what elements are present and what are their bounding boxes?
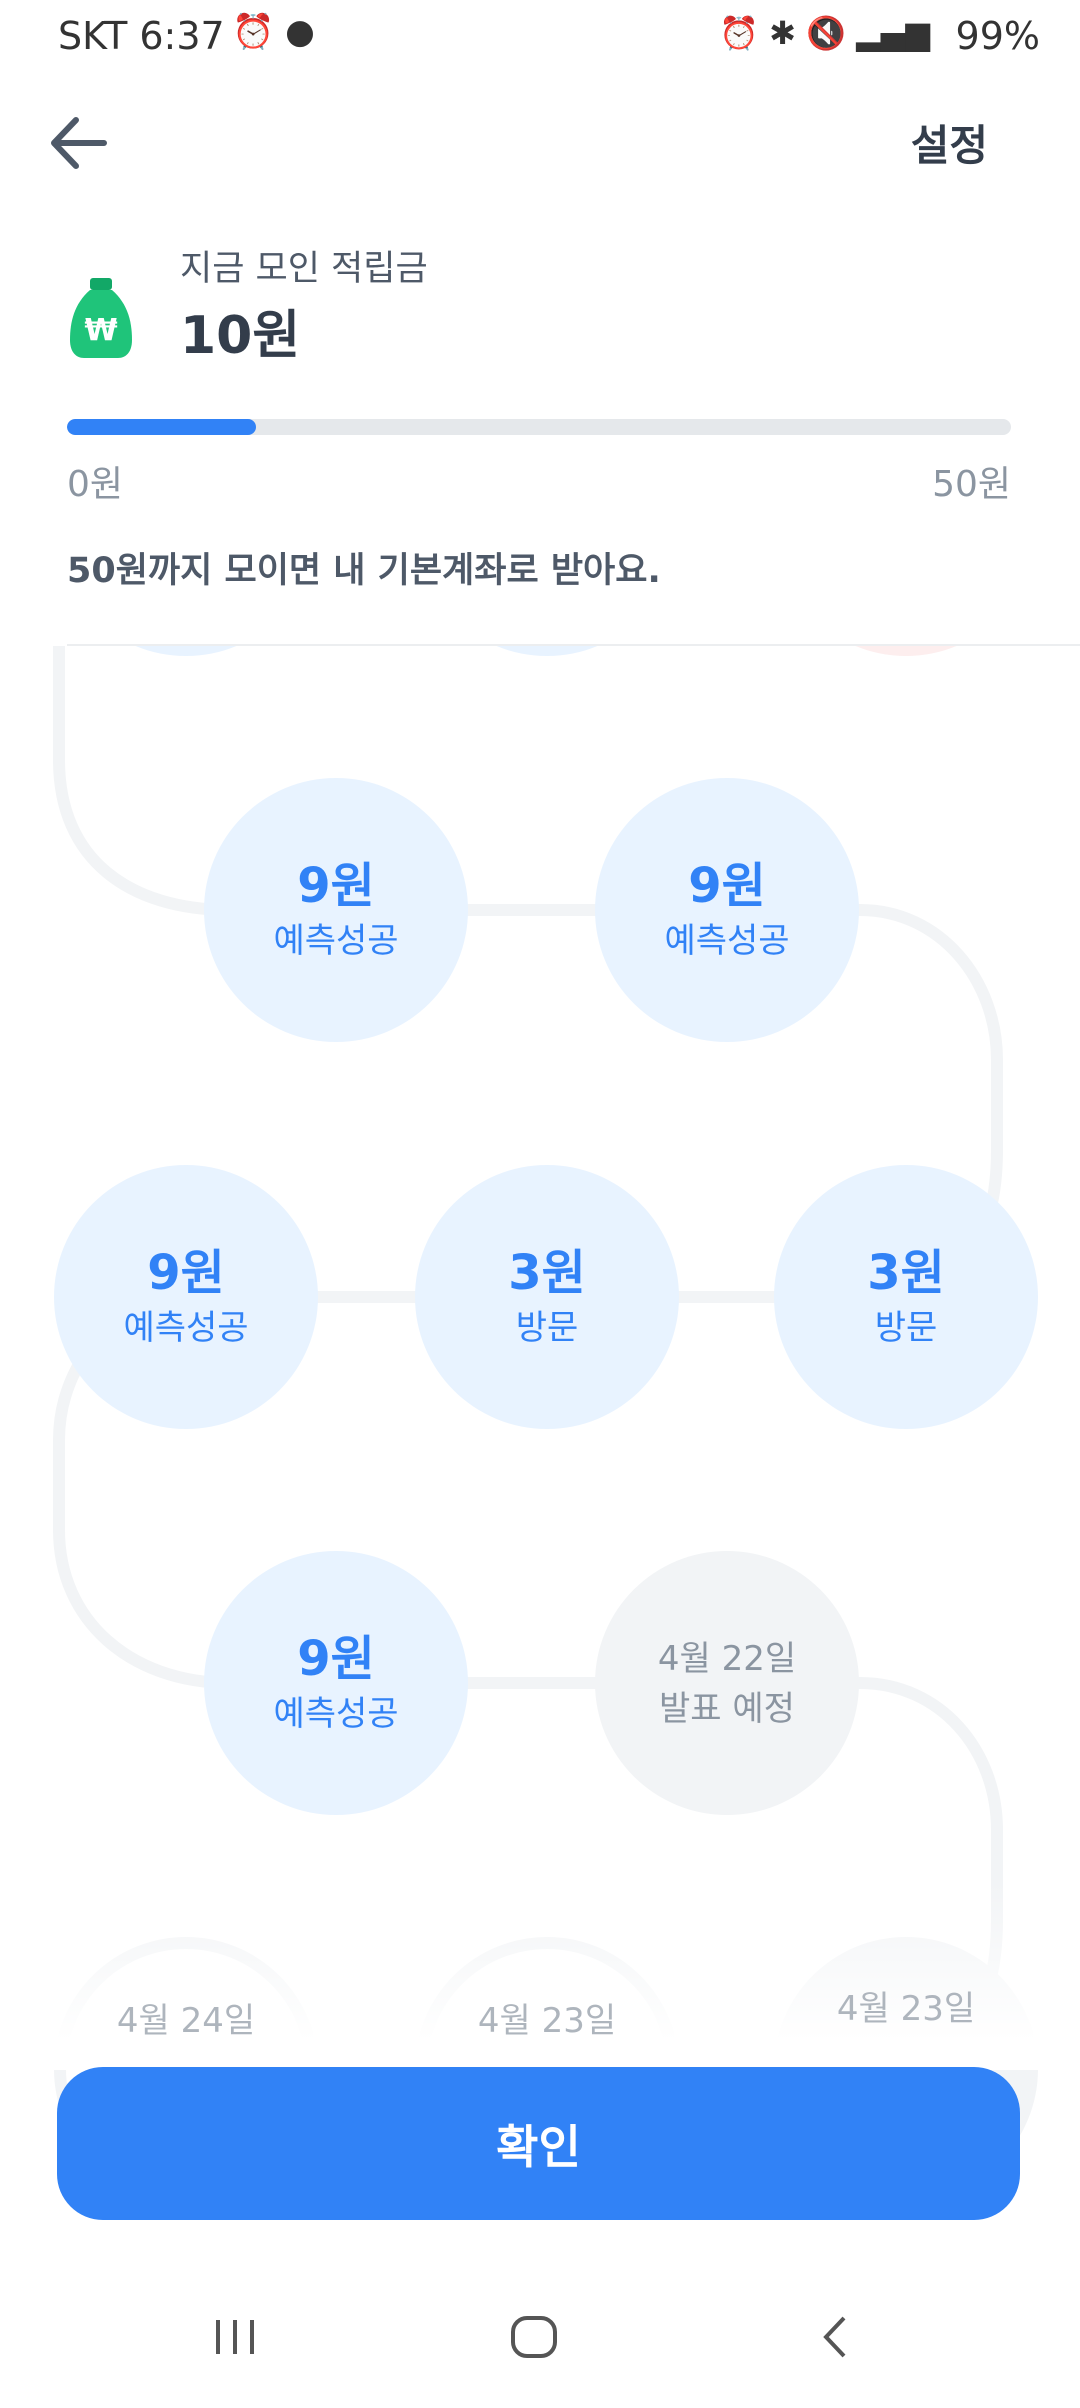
notification-icons: ⏰ ●: [232, 12, 315, 52]
confirm-button[interactable]: 확인: [57, 2067, 1020, 2220]
node-amount: 9원: [297, 1631, 375, 1687]
node-label: 발표 예정: [659, 1689, 795, 1729]
savings-progress-bar: [67, 419, 1011, 435]
node-amount: 9원: [688, 858, 766, 914]
system-nav-bar: [0, 2290, 1080, 2408]
node-label: 방문: [874, 1308, 938, 1348]
home-icon[interactable]: [508, 2312, 562, 2362]
back-nav-icon[interactable]: [812, 2312, 862, 2362]
reward-node-partial: [415, 646, 679, 656]
reward-node-partial: [54, 646, 318, 656]
node-label: 예측성공: [123, 1308, 249, 1348]
node-date: 4월 23일: [477, 2001, 617, 2041]
savings-amount: 10원: [180, 306, 301, 366]
recent-apps-icon[interactable]: [210, 2312, 260, 2362]
payout-note: 50원까지 모이면 내 기본계좌로 받아요.: [67, 551, 661, 591]
node-amount: 9원: [147, 1245, 225, 1301]
node-amount: 9원: [297, 858, 375, 914]
system-icons: ⏰ ✱ 🔇 ▂▄▆: [719, 14, 930, 52]
node-date: 4월 22일: [657, 1639, 797, 1679]
bottom-fade: [0, 1880, 1080, 2070]
divider: [67, 644, 1080, 646]
svg-text:₩: ₩: [84, 313, 117, 348]
arrow-left-icon: [51, 117, 107, 169]
progress-max-label: 50원: [932, 464, 1011, 505]
back-button[interactable]: [44, 108, 114, 178]
settings-button[interactable]: 설정: [910, 121, 988, 170]
battery-level: 99%: [955, 14, 1040, 58]
money-bag-icon: ₩: [70, 278, 132, 358]
node-date: 4월 24일: [116, 2001, 256, 2041]
node-label: 예측성공: [273, 1694, 399, 1734]
node-amount: 3원: [867, 1245, 945, 1301]
progress-min-label: 0원: [67, 464, 124, 505]
node-date: 4월 23일: [836, 1989, 976, 2029]
savings-label: 지금 모인 적립금: [180, 249, 428, 289]
reward-node-partial: [774, 646, 1038, 656]
status-carrier-time: SKT 6:37: [58, 14, 225, 58]
node-label: 예측성공: [664, 921, 790, 961]
node-amount: 3원: [508, 1245, 586, 1301]
node-label: 예측성공: [273, 921, 399, 961]
status-bar: SKT 6:37 ⏰ ● ⏰ ✱ 🔇 ▂▄▆ 99%: [0, 0, 1080, 75]
progress-fill: [67, 419, 256, 435]
node-label: 방문: [515, 1308, 579, 1348]
